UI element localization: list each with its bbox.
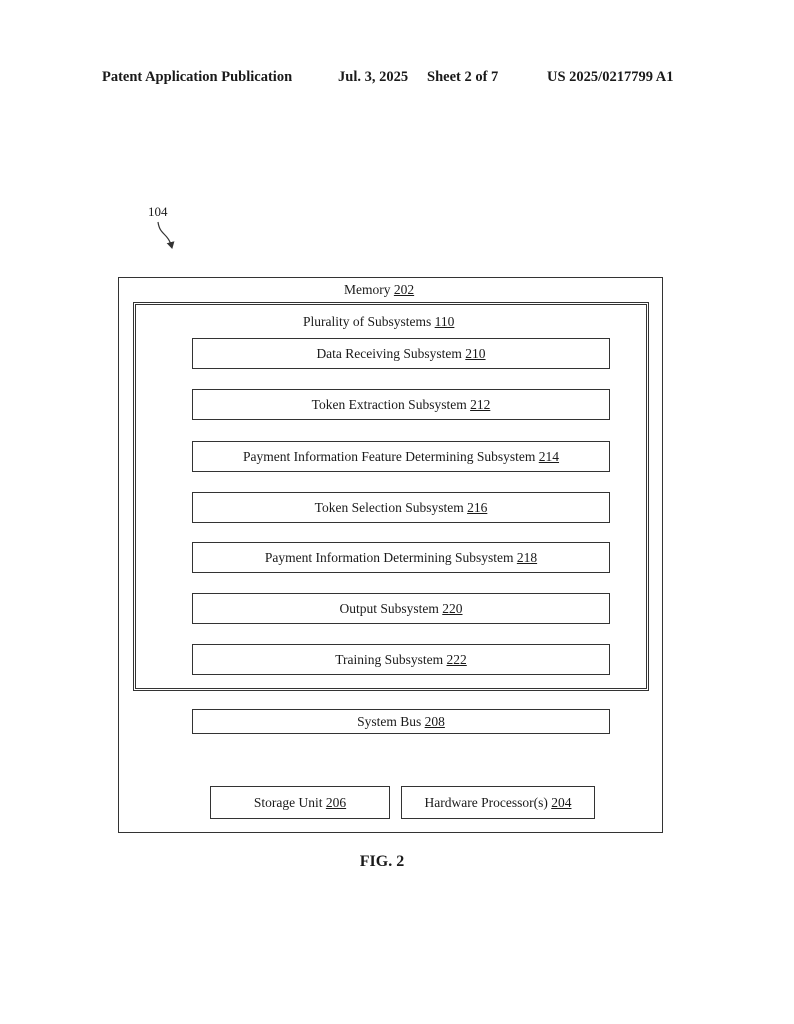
system-bus-box: System Bus 208 — [192, 709, 610, 734]
figure-caption: FIG. 2 — [359, 853, 405, 870]
publication-date: Jul. 3, 2025 — [338, 69, 409, 85]
subsystem-box-data-receiving: Data Receiving Subsystem 210 — [192, 338, 610, 369]
publication-title: Patent Application Publication — [102, 69, 293, 85]
patent-number: US 2025/0217799 A1 — [547, 69, 674, 85]
subsystems-group-number: 110 — [434, 314, 455, 329]
subsystems-group-box — [133, 302, 649, 691]
figure-reference-numeral: 104 — [148, 204, 168, 219]
subsystem-box-output: Output Subsystem 220 — [192, 593, 610, 624]
subsystem-box-payment-feature: Payment Information Feature Determining … — [192, 441, 610, 472]
storage-unit-box: Storage Unit 206 — [210, 786, 390, 819]
subsystem-box-payment-info: Payment Information Determining Subsyste… — [192, 542, 610, 573]
subsystem-box-token-selection: Token Selection Subsystem 216 — [192, 492, 610, 523]
hardware-processor-box: Hardware Processor(s) 204 — [401, 786, 595, 819]
reference-leader-arrow — [157, 221, 175, 249]
subsystem-box-training: Training Subsystem 222 — [192, 644, 610, 675]
memory-number: 202 — [393, 282, 415, 297]
subsystems-group-label: Plurality of Subsystems 110 — [303, 314, 455, 329]
sheet-number: Sheet 2 of 7 — [427, 69, 499, 85]
memory-label: Memory 202 — [344, 282, 415, 297]
subsystem-box-token-extraction: Token Extraction Subsystem 212 — [192, 389, 610, 420]
